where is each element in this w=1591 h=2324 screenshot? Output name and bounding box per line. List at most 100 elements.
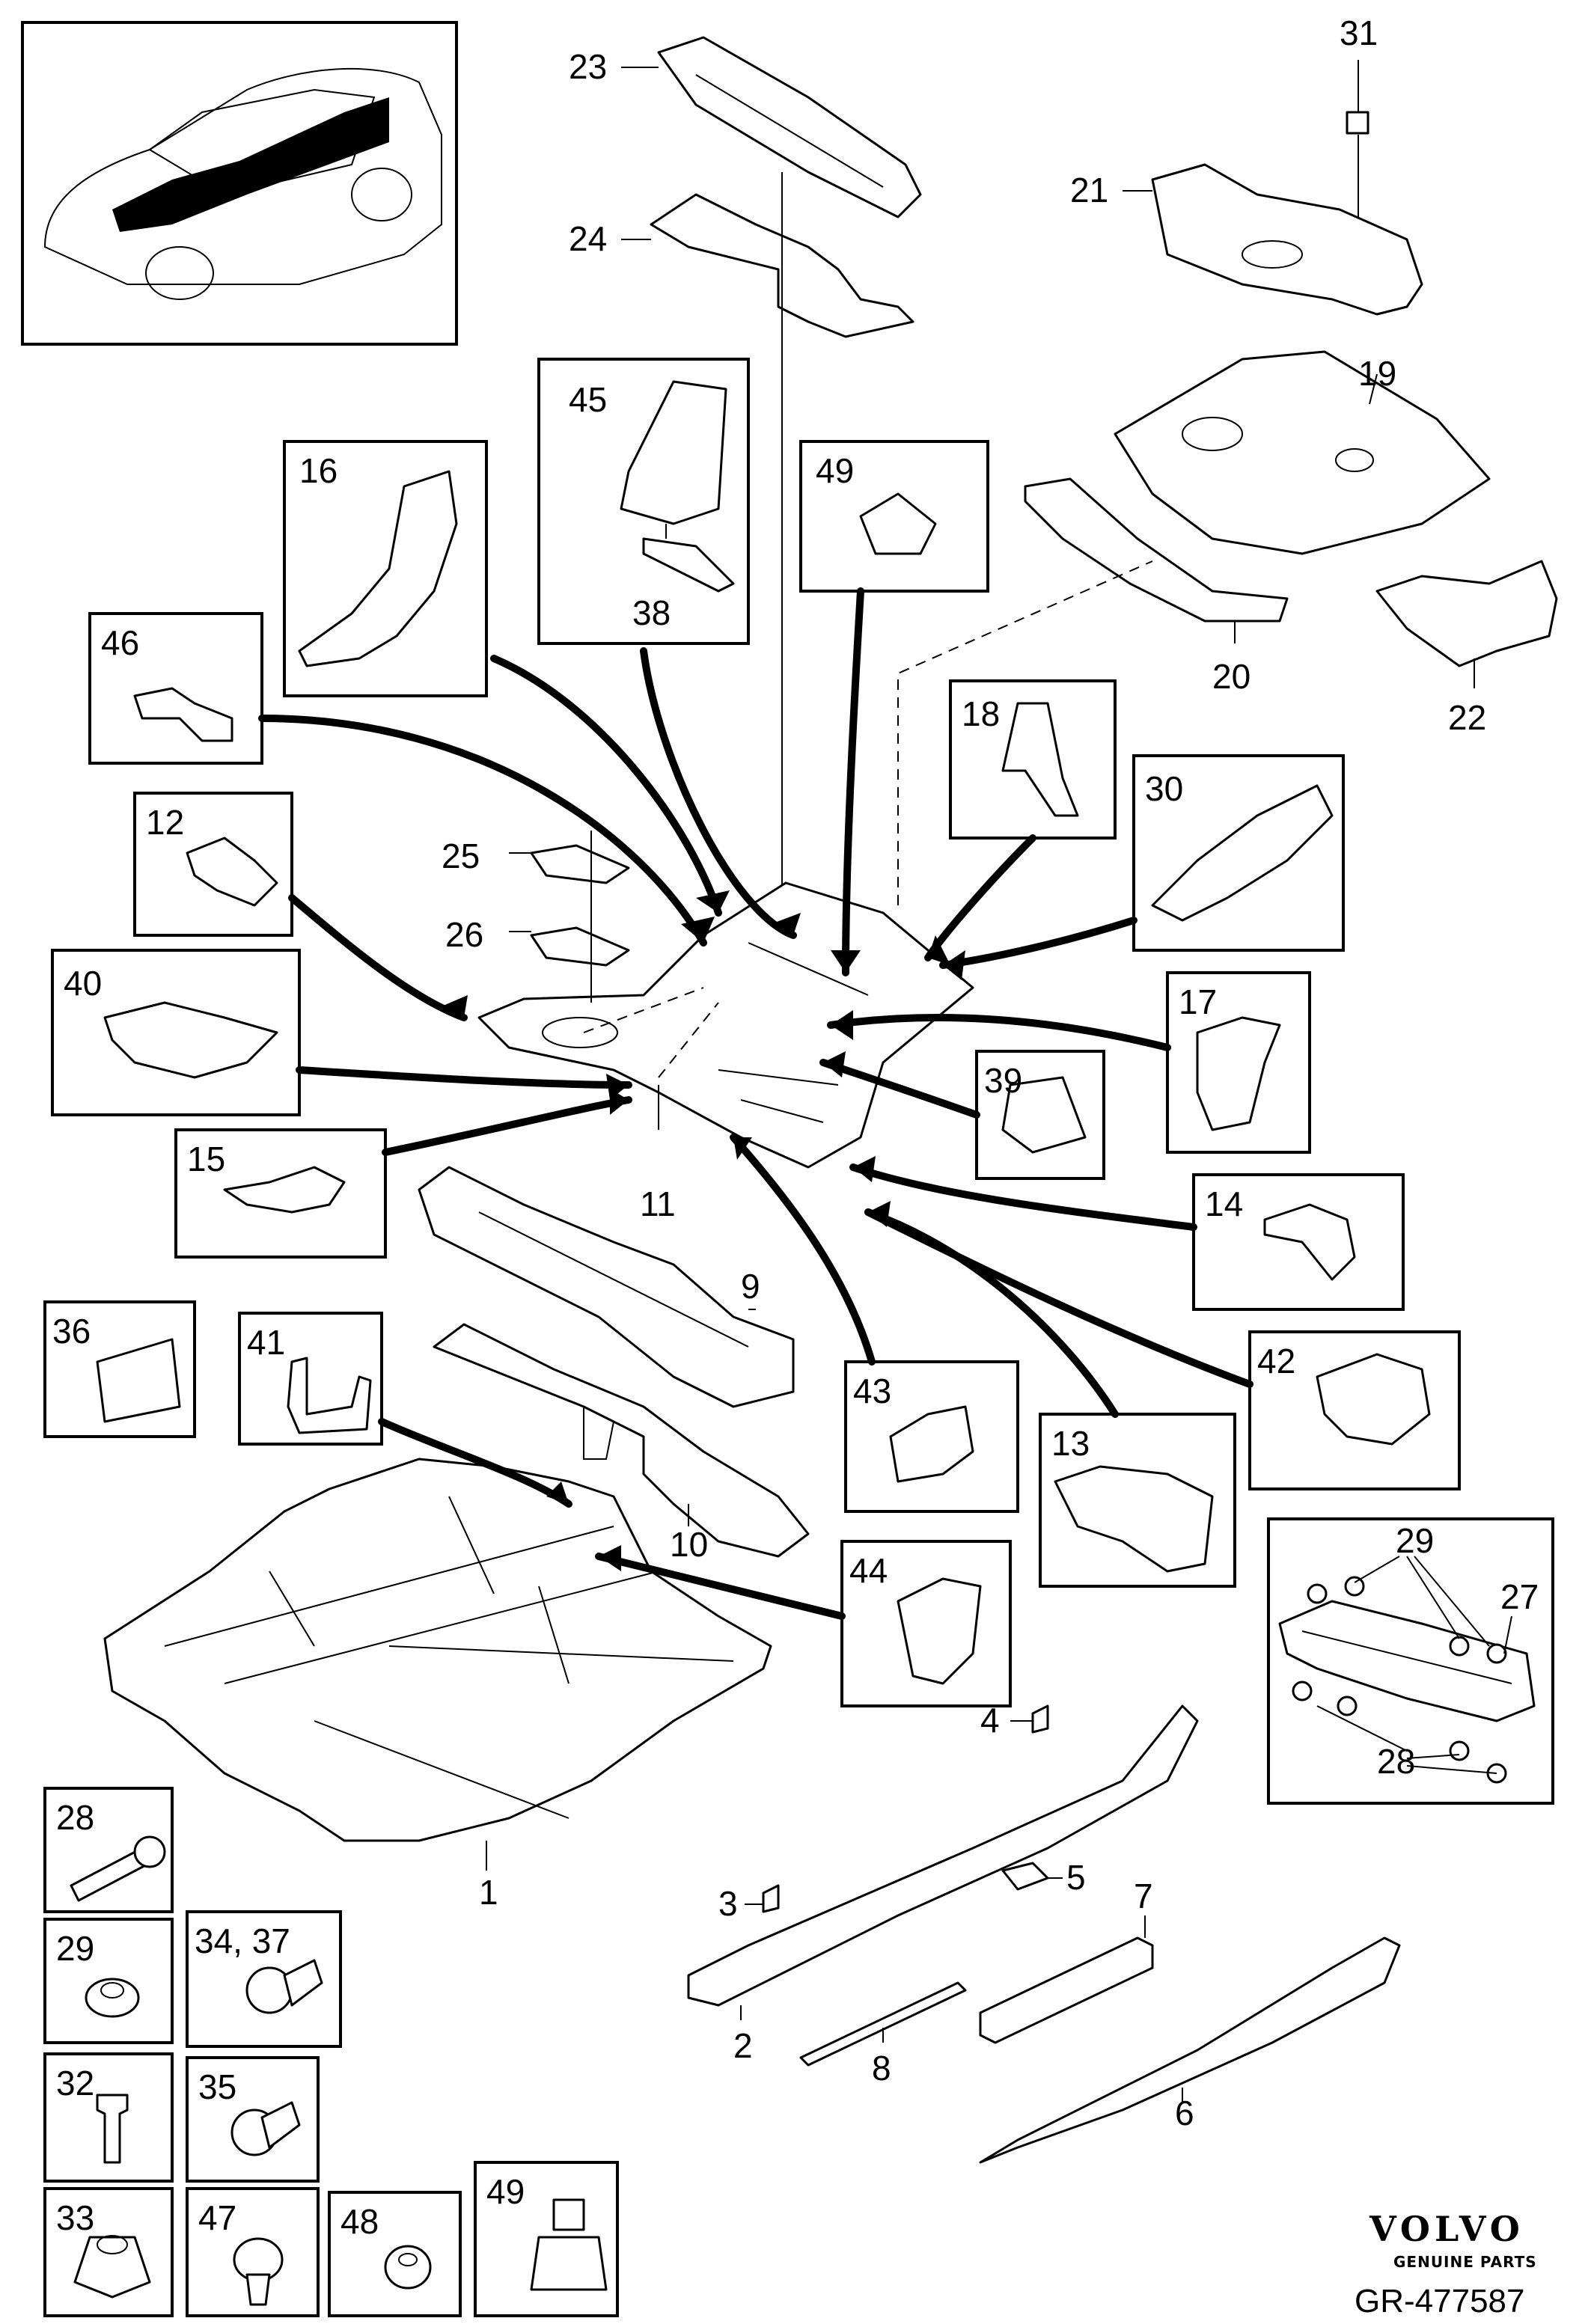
brand-block: VOLVO GENUINE PARTS GR-477587 <box>1355 2209 1537 2320</box>
callout-48: 48 <box>341 2202 379 2241</box>
part-22-group <box>1375 560 1558 688</box>
callout-17: 17 <box>1179 982 1217 1021</box>
box-30 <box>1132 754 1345 952</box>
callout-25: 25 <box>442 837 480 875</box>
part-8-group <box>799 1981 967 2067</box>
part-21-group <box>1123 163 1423 316</box>
callout-47: 47 <box>198 2198 236 2237</box>
box-44 <box>840 1540 1012 1707</box>
callout-28-small: 28 <box>56 1798 94 1837</box>
dashed-reference-lines <box>583 560 1153 1078</box>
part-31-group <box>1346 60 1369 217</box>
box-43 <box>844 1360 1019 1513</box>
callout-20: 20 <box>1212 657 1250 696</box>
part-25-group <box>509 844 630 884</box>
box-32 <box>43 2052 174 2183</box>
box-18 <box>949 679 1117 840</box>
part-7-group <box>979 1915 1154 2044</box>
callout-28-box: 28 <box>1377 1742 1415 1781</box>
callout-22: 22 <box>1448 698 1486 737</box>
box-41 <box>238 1312 383 1446</box>
part-6-group <box>979 1936 1401 2164</box>
arrowheads <box>442 890 965 1571</box>
callout-42: 42 <box>1257 1342 1295 1380</box>
overview-car-box <box>21 21 458 346</box>
callout-12: 12 <box>146 803 184 842</box>
callout-29-box: 29 <box>1396 1521 1434 1560</box>
box-14 <box>1192 1173 1405 1311</box>
brand-logo-text: VOLVO <box>1369 2209 1524 2249</box>
callout-8: 8 <box>872 2049 891 2088</box>
part-3-group <box>745 1884 780 1913</box>
box-36 <box>43 1300 196 1438</box>
callout-14: 14 <box>1205 1184 1243 1223</box>
callout-2: 2 <box>733 2026 753 2065</box>
part-5-group <box>1001 1862 1063 1891</box>
callout-35: 35 <box>198 2067 236 2106</box>
callout-44: 44 <box>849 1551 888 1590</box>
box-16 <box>283 440 488 697</box>
callout-21: 21 <box>1070 171 1108 210</box>
part-1-group <box>103 1458 772 1871</box>
box-15 <box>174 1128 387 1259</box>
box-35 <box>186 2056 320 2183</box>
part-24-group <box>621 172 914 943</box>
part-19-group <box>1114 350 1491 555</box>
box-49-bottom <box>474 2161 619 2317</box>
box-42 <box>1248 1330 1461 1490</box>
callout-23: 23 <box>569 47 607 86</box>
callout-30: 30 <box>1145 769 1183 808</box>
callout-11: 11 <box>640 1184 676 1223</box>
brand-tagline: GENUINE PARTS <box>1393 2253 1537 2271</box>
box-27-28-29 <box>1267 1517 1554 1805</box>
callout-32: 32 <box>56 2064 94 2103</box>
callout-46: 46 <box>101 623 139 662</box>
callout-19: 19 <box>1358 354 1396 393</box>
box-49-top <box>799 440 989 593</box>
callout-7: 7 <box>1134 1877 1153 1915</box>
callout-38: 38 <box>632 593 671 632</box>
part-4-group <box>1010 1704 1049 1734</box>
callout-33: 33 <box>56 2198 94 2237</box>
box-47 <box>186 2187 320 2317</box>
box-46 <box>88 612 263 765</box>
callout-34-37: 34, 37 <box>195 1921 290 1960</box>
callout-16: 16 <box>299 451 338 490</box>
part-9-group <box>418 1166 795 1408</box>
box-34-37 <box>186 1910 342 2048</box>
box-17 <box>1166 971 1311 1154</box>
callout-9: 9 <box>741 1267 760 1306</box>
part-23-group <box>621 36 922 218</box>
callout-27: 27 <box>1500 1577 1539 1616</box>
callout-15: 15 <box>187 1140 225 1178</box>
callout-43: 43 <box>853 1372 891 1410</box>
part-26-group <box>509 831 630 1003</box>
callout-18: 18 <box>962 694 1000 733</box>
box-45-38 <box>537 358 750 645</box>
box-39 <box>975 1050 1105 1180</box>
callout-5: 5 <box>1066 1858 1086 1897</box>
box-48 <box>328 2191 462 2317</box>
callout-24: 24 <box>569 219 607 258</box>
callout-31: 31 <box>1340 13 1378 52</box>
part-10-group <box>433 1323 810 1558</box>
reference-number: GR-477587 <box>1355 2283 1524 2320</box>
box-12 <box>133 792 293 937</box>
callout-6: 6 <box>1175 2094 1194 2132</box>
callout-45: 45 <box>569 380 607 419</box>
box-29 <box>43 1918 174 2044</box>
box-13 <box>1039 1413 1236 1588</box>
callout-36: 36 <box>52 1312 91 1351</box>
callout-10: 10 <box>670 1525 708 1564</box>
callout-40: 40 <box>64 964 102 1003</box>
part-20-group <box>1024 477 1289 643</box>
box-28 <box>43 1787 174 1913</box>
callout-4: 4 <box>980 1701 1000 1740</box>
callout-29-small: 29 <box>56 1929 94 1968</box>
callout-3: 3 <box>718 1884 738 1923</box>
callout-labels: 23 24 31 21 19 20 22 45 38 49 16 46 18 3… <box>52 13 1539 2241</box>
box-33 <box>43 2187 174 2317</box>
callout-49-bottom: 49 <box>486 2172 525 2211</box>
part-2-group <box>687 1704 1199 2020</box>
callout-41: 41 <box>247 1323 285 1362</box>
